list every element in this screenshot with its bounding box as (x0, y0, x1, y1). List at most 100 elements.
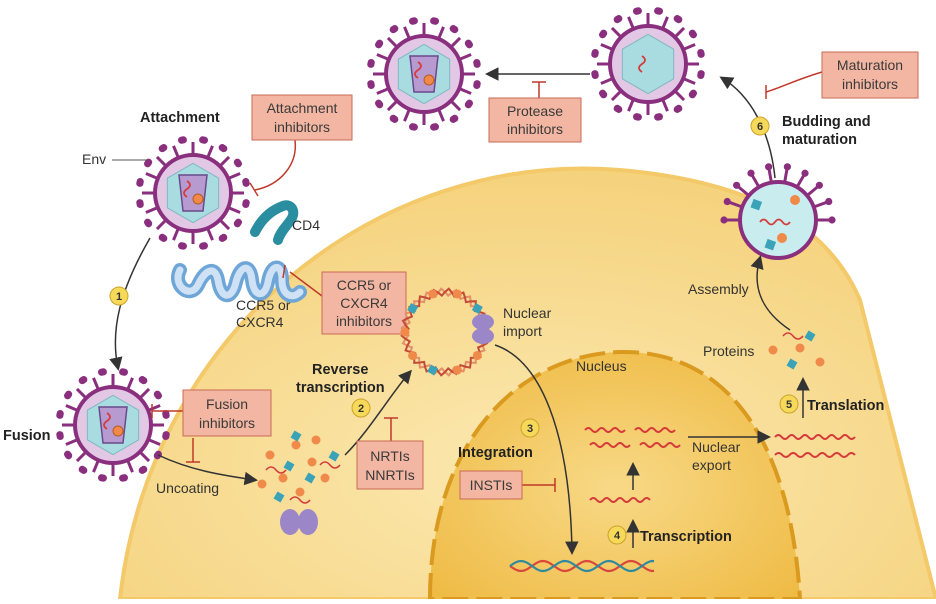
env-spike-head (136, 199, 144, 207)
env-spike-stem (751, 175, 761, 188)
fusion-label: Fusion (3, 428, 51, 444)
env-spike-head (431, 17, 439, 25)
nucleus (427, 349, 803, 601)
env-spike-stem (737, 186, 750, 197)
env-spike-head (747, 169, 755, 177)
mature-virion (591, 7, 705, 121)
enzyme (423, 74, 435, 86)
protein-square (804, 330, 816, 342)
env-spike-head (465, 41, 473, 49)
viral-rna (638, 55, 646, 73)
env-spike-head (765, 163, 773, 171)
env-spike-stem (147, 404, 161, 412)
capsid-fragment (280, 509, 300, 535)
enzyme (777, 233, 787, 243)
env-spike-head (464, 101, 473, 109)
env-spike-head (119, 474, 127, 482)
nuclear-import-label-line2: import (503, 323, 542, 339)
env-spike-stem (65, 438, 79, 446)
enzyme (320, 473, 330, 483)
protein-square (304, 472, 316, 484)
mrna-transcript (589, 497, 651, 503)
env-spike-stem (155, 218, 168, 231)
protease-inhibitors-line1: Protease (507, 103, 563, 119)
env-spike-stem (145, 172, 159, 180)
env-spike-head (655, 7, 663, 15)
protein-square (750, 198, 763, 211)
fusion-inhibitors-box: Fusion inhibitors (182, 389, 272, 437)
env-spike-head (828, 216, 836, 224)
assembly-label: Assembly (688, 281, 749, 297)
env-spike-head (234, 160, 242, 168)
env-spike-stem (610, 26, 623, 39)
arrow-budding (719, 76, 776, 179)
env-spike-stem (437, 108, 445, 122)
capsid-fragment (472, 314, 494, 330)
mrna-transcript (634, 427, 676, 433)
budding-virion (720, 163, 836, 260)
env-spike-head (144, 218, 152, 226)
env-spike-stem (795, 175, 805, 188)
env-spike-stem (627, 16, 635, 30)
env-spike-stem (661, 16, 669, 30)
env-spike-head (599, 29, 608, 37)
env-spike-stem (92, 377, 100, 391)
env-spike-stem (458, 53, 472, 61)
env-spike-stem (206, 145, 214, 159)
env-spike-head (138, 466, 146, 474)
attachment-inhibitors-box: Attachment inhibitors (251, 94, 353, 141)
viral-rna (103, 412, 111, 430)
env-spike-stem (218, 218, 231, 231)
env-spike-stem (92, 459, 100, 473)
step-2-badge: 2 (351, 398, 371, 418)
cd4-receptor (250, 200, 299, 245)
fusing-virion (56, 368, 170, 482)
ccr5-coreceptor-inner (174, 264, 304, 300)
arrow-reverse-transcription (344, 369, 412, 456)
env-spike-head (136, 178, 144, 186)
env-spike-head (367, 80, 375, 88)
env-spike-stem (767, 169, 773, 183)
env-spike-stem (386, 99, 399, 112)
env-spike-stem (145, 206, 159, 214)
mrna-transcript (814, 434, 856, 440)
viral-rna (759, 218, 791, 226)
host-dna-strand (509, 559, 655, 573)
insti-box: INSTIs (459, 470, 523, 500)
env-spike-head (634, 7, 642, 15)
env-spike-stem (783, 169, 789, 183)
viral-rna (414, 61, 422, 79)
enzyme (472, 351, 482, 361)
env-spike-stem (403, 26, 411, 40)
maturation-inhibitors-line2: inhibitors (842, 76, 898, 92)
protein-square (427, 364, 439, 376)
maturation-inhibitors-line1: Maturation (837, 57, 903, 73)
env-spike-head (375, 39, 384, 47)
env-spike-stem (75, 450, 88, 463)
enzyme (400, 327, 410, 337)
env-spike-head (375, 99, 383, 107)
nuclear-export-label-line2: export (692, 457, 731, 473)
ccr5-inhibitors-line2: CXCR4 (340, 295, 388, 311)
protein-square (273, 491, 285, 503)
step-4-number: 4 (614, 530, 621, 542)
env-spike-stem (673, 89, 686, 102)
host-dna-strand (509, 559, 655, 573)
env-spike-head (158, 233, 166, 242)
protein-square (283, 460, 295, 472)
env-spike-head (56, 431, 64, 439)
env-spike-head (220, 144, 228, 153)
enzyme (257, 479, 267, 489)
env-spike-head (242, 200, 250, 208)
reverse-transcription-label-line2: transcription (296, 380, 385, 396)
env-spike-stem (376, 87, 390, 95)
env-spike-head (199, 242, 207, 250)
env-spike-stem (682, 77, 696, 85)
env-spike-head (599, 89, 607, 97)
attachment-inhibitors-line1: Attachment (267, 100, 338, 116)
env-spike-stem (376, 53, 390, 61)
env-spike-stem (147, 438, 161, 446)
env-spike-head (200, 136, 208, 144)
env-spike-head (56, 410, 64, 418)
env-spike-head (688, 91, 697, 99)
